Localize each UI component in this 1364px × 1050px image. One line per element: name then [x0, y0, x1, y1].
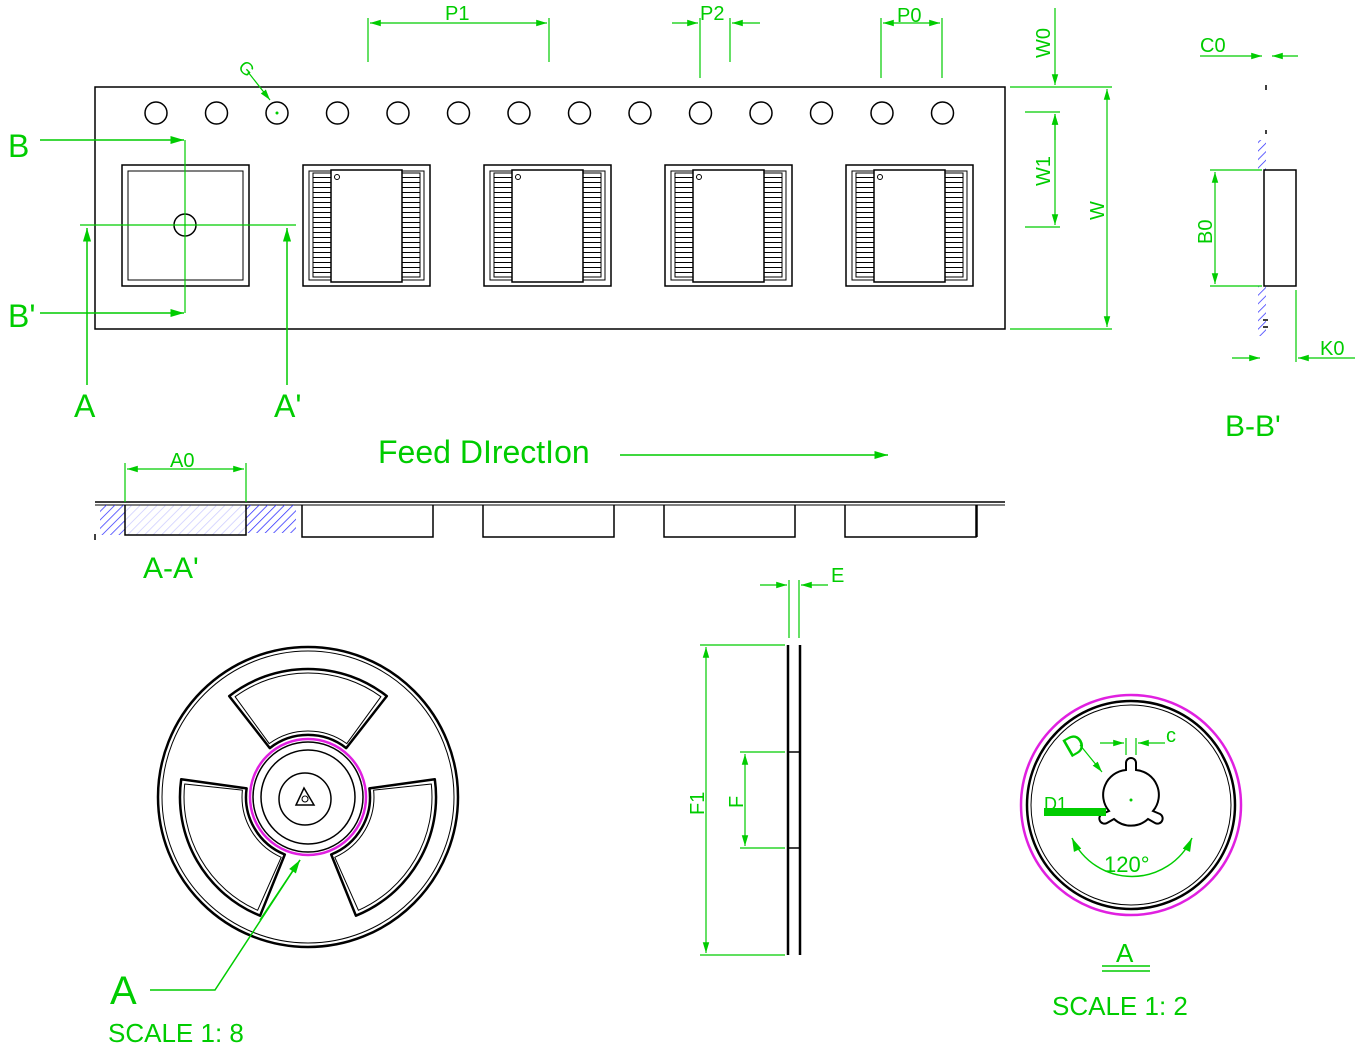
chip-pins-right [944, 172, 964, 278]
chip-pocket [302, 164, 431, 287]
pocket-outline [664, 164, 793, 287]
chip-pins-right [582, 172, 602, 278]
spoke-window-inner [234, 672, 382, 745]
chip-body [692, 169, 765, 283]
chip-pocket [483, 164, 612, 287]
tape-body [94, 86, 1006, 330]
spoke-window-inner [183, 783, 282, 911]
chip-pins-left [855, 172, 875, 278]
section-pocket [301, 505, 434, 538]
chip-pocket [845, 164, 974, 287]
sprocket-hole [386, 101, 410, 125]
detail-scale-label: SCALE 1: 2 [1052, 991, 1188, 1021]
chip-pins-left [312, 172, 332, 278]
reel-side-view: E F1 F [687, 565, 844, 956]
pin1-dot [334, 174, 340, 180]
section-label-a-prime: A' [274, 388, 301, 424]
section-title-a-a: A-A' [143, 552, 199, 585]
spoke-window [329, 777, 438, 917]
chip-pocket [664, 164, 793, 287]
dim-label-f1: F1 [687, 792, 709, 815]
section-label-a: A [74, 388, 96, 424]
sprocket-hole [930, 101, 955, 125]
reel-spoke-windows [178, 667, 438, 917]
dim-label-k0: K0 [1320, 338, 1344, 360]
detail-a-view: D c D1 120° A SCALE 1: 2 [1019, 693, 1243, 1021]
sprocket-hole [507, 101, 531, 125]
sprocket-hole [144, 101, 168, 125]
chip-body [873, 169, 946, 283]
sprocket-hole [870, 101, 894, 125]
chip-body [511, 169, 584, 283]
sprocket-hole [628, 101, 652, 125]
dim-label-c: c [1166, 725, 1176, 747]
dim-label-p0: P0 [897, 5, 921, 27]
sprocket-hole [265, 101, 289, 125]
section-pocket-row [301, 505, 978, 538]
sprocket-hole [809, 101, 834, 125]
pin1-dot [515, 174, 521, 180]
chip-pocket-row [302, 164, 974, 287]
chip-pins-left [674, 172, 694, 278]
dim-label-d1: D1 [1044, 794, 1067, 814]
detail-callout-a: A [110, 969, 137, 1013]
section-label-b: B [8, 128, 29, 164]
spoke-window-inner [334, 783, 433, 911]
feed-direction-label: Feed DIrectIon [378, 434, 590, 470]
pin1-dot [696, 174, 702, 180]
section-title-b-b: B-B' [1225, 410, 1281, 443]
pocket-outline [483, 164, 612, 287]
section-pocket [663, 505, 796, 538]
dim-label-w1: W1 [1033, 156, 1055, 186]
section-pocket [844, 505, 977, 538]
chip-pins-left [493, 172, 513, 278]
spoke-window [178, 777, 287, 917]
reel-scale-label: SCALE 1: 8 [108, 1018, 244, 1048]
section-label-b-prime: B' [8, 298, 35, 334]
dim-label-a0: A0 [170, 450, 194, 472]
section-a-a-view: A0 A-A' Feed DIrectIon [94, 434, 1005, 585]
sprocket-hole [446, 101, 471, 125]
carrier-tape-top-view: B B' A A' G P1 P2 P0 W0 W1 [8, 3, 1112, 424]
dim-label-w0: W0 [1033, 28, 1055, 58]
dim-label-p1: P1 [445, 3, 469, 25]
chip-pins-right [401, 172, 421, 278]
dim-label-e: E [831, 565, 844, 587]
pocket-outline [302, 164, 431, 287]
dim-label-f: F [726, 796, 748, 808]
chip-body [330, 169, 403, 283]
section-pocket [482, 505, 615, 538]
reel-front-view: A SCALE 1: 8 [108, 645, 460, 1048]
pocket-outline [845, 164, 974, 287]
spoke-window [227, 667, 389, 750]
chip-pins-right [763, 172, 783, 278]
svg-text:ﾠ: ﾠ [308, 0, 328, 7]
dim-label-p2: P2 [700, 3, 724, 25]
dim-label-b0: B0 [1195, 220, 1217, 244]
detail-title-a: A [1116, 938, 1134, 968]
sprocket-hole [688, 101, 713, 125]
dim-label-angle: 120° [1104, 852, 1150, 877]
dim-label-w: W [1087, 201, 1109, 220]
sprocket-hole [567, 101, 592, 125]
dim-label-g: G [234, 57, 258, 81]
sprocket-hole-row [144, 101, 955, 125]
clipped-header-text: ﾠ [308, 0, 328, 7]
sprocket-hole [749, 101, 773, 125]
pin1-dot [877, 174, 883, 180]
sprocket-hole [204, 101, 229, 125]
sprocket-hole [325, 101, 350, 125]
dim-label-c0: C0 [1200, 35, 1226, 57]
section-b-b-view: C0 B0 K0 B-B' [1195, 35, 1355, 443]
sprocket-hole-center [275, 111, 279, 115]
